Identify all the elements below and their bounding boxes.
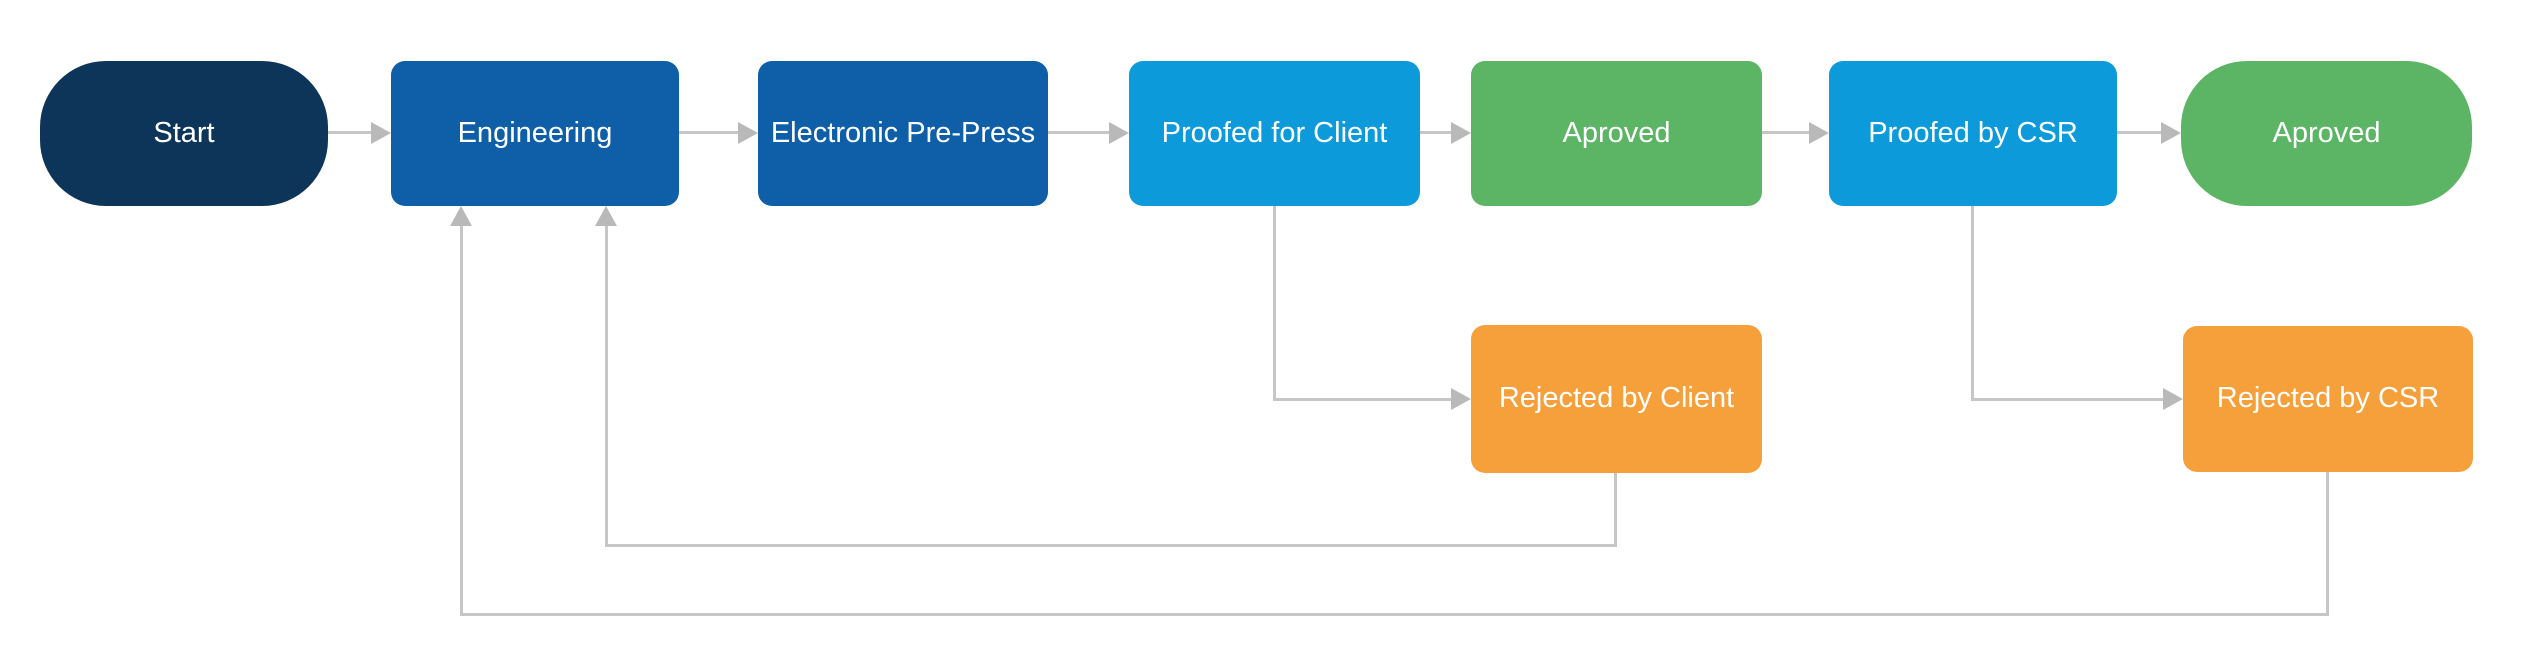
node-proofed-for-client: Proofed for Client bbox=[1129, 61, 1420, 206]
node-aproved-by-csr: Aproved bbox=[2181, 61, 2472, 206]
connector-pre-press-to-proofed-for-client-arrowhead-icon bbox=[1109, 122, 1129, 144]
connector-start-to-engineering-segment-0 bbox=[328, 131, 373, 134]
node-rejected-by-client-label: Rejected by Client bbox=[1498, 382, 1735, 415]
node-aproved-by-csr-label: Aproved bbox=[2272, 116, 2381, 149]
connector-rejected-by-csr-to-engineering-segment-0 bbox=[2326, 472, 2329, 616]
connector-rejected-by-client-to-engineering-segment-2 bbox=[605, 226, 608, 547]
node-rejected-by-client: Rejected by Client bbox=[1471, 325, 1762, 473]
connector-proofed-by-csr-to-rejected-by-csr-segment-0 bbox=[1971, 206, 1974, 401]
connector-rejected-by-client-to-engineering-segment-1 bbox=[605, 544, 1617, 547]
connector-proofed-for-client-to-rejected-by-client-segment-1 bbox=[1273, 398, 1451, 401]
node-electronic-pre-press-label: Electronic Pre-Press bbox=[770, 116, 1036, 149]
connector-proofed-by-csr-to-aproved-arrowhead-icon bbox=[2161, 122, 2181, 144]
connector-rejected-by-client-to-engineering-segment-0 bbox=[1614, 473, 1617, 547]
node-proofed-by-csr-label: Proofed by CSR bbox=[1868, 116, 2078, 149]
node-start-label: Start bbox=[153, 116, 215, 149]
node-electronic-pre-press: Electronic Pre-Press bbox=[758, 61, 1048, 206]
node-start: Start bbox=[40, 61, 328, 206]
connector-pre-press-to-proofed-for-client-segment-0 bbox=[1048, 131, 1109, 134]
node-aproved-by-client-label: Aproved bbox=[1562, 116, 1671, 149]
connector-proofed-by-csr-to-rejected-by-csr-arrowhead-icon bbox=[2163, 388, 2183, 410]
connector-engineering-to-pre-press-arrowhead-icon bbox=[738, 122, 758, 144]
connector-proofed-for-client-to-rejected-by-client-segment-0 bbox=[1273, 206, 1276, 401]
connector-aproved-to-proofed-by-csr-arrowhead-icon bbox=[1809, 122, 1829, 144]
connector-start-to-engineering-arrowhead-icon bbox=[371, 122, 391, 144]
node-proofed-by-csr: Proofed by CSR bbox=[1829, 61, 2117, 206]
connector-aproved-to-proofed-by-csr-segment-0 bbox=[1762, 131, 1809, 134]
connector-rejected-by-csr-to-engineering-segment-2 bbox=[460, 226, 463, 616]
connector-rejected-by-csr-to-engineering-segment-1 bbox=[460, 613, 2329, 616]
connector-rejected-by-client-to-engineering-arrowhead-icon bbox=[595, 206, 617, 226]
connector-proofed-for-client-to-rejected-by-client-arrowhead-icon bbox=[1451, 388, 1471, 410]
node-engineering-label: Engineering bbox=[457, 116, 613, 149]
node-engineering: Engineering bbox=[391, 61, 679, 206]
connector-proofed-for-client-to-aproved-arrowhead-icon bbox=[1451, 122, 1471, 144]
node-aproved-by-client: Aproved bbox=[1471, 61, 1762, 206]
node-rejected-by-csr-label: Rejected by CSR bbox=[2216, 382, 2440, 415]
connector-engineering-to-pre-press-segment-0 bbox=[678, 131, 738, 134]
node-proofed-for-client-label: Proofed for Client bbox=[1161, 116, 1388, 149]
connector-proofed-by-csr-to-rejected-by-csr-segment-1 bbox=[1971, 398, 2163, 401]
connector-proofed-by-csr-to-aproved-segment-0 bbox=[2117, 131, 2161, 134]
connector-rejected-by-csr-to-engineering-arrowhead-icon bbox=[450, 206, 472, 226]
node-rejected-by-csr: Rejected by CSR bbox=[2183, 326, 2473, 472]
connector-proofed-for-client-to-aproved-segment-0 bbox=[1420, 131, 1451, 134]
